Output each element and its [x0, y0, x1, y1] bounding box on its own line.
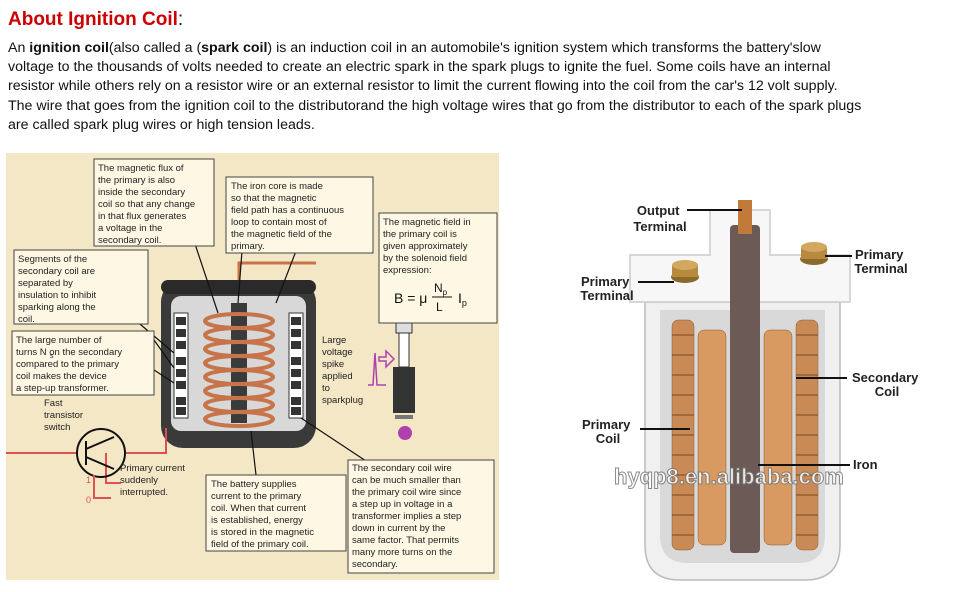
ignition-coil-schematic: 1 0 The magnetic flux of the primary is … — [6, 153, 499, 580]
note-magnetic-field: The magnetic field in the primary coil i… — [383, 217, 473, 276]
note-voltage-spike: Large voltage spike applied to sparkplug — [322, 335, 363, 406]
cutaway-leader-lines — [638, 209, 852, 466]
intro-line-4: The wire that goes from the ignition coi… — [8, 97, 862, 114]
page-title-colon: : — [177, 9, 184, 30]
ignition-coil-cutaway: Output Terminal Primary Terminal Primary… — [580, 200, 922, 581]
intro-line-5: are called spark plug wires or high tens… — [8, 116, 315, 133]
label-secondary-coil: Secondary Coil — [852, 370, 922, 399]
note-magnetic-flux: The magnetic flux of the primary is also… — [98, 163, 198, 246]
solenoid-field-formula: B = μ Np L Ip — [394, 281, 467, 314]
label-primary-terminal-left: Primary Terminal — [580, 274, 633, 303]
label-output-terminal: Output Terminal — [633, 203, 686, 234]
intro-line-1: An ignition coil(also called a (spark co… — [8, 39, 958, 58]
intro-line-2: voltage to the thousands of volts needed… — [8, 59, 831, 76]
primary-terminal-right-knob — [800, 242, 828, 265]
primary-coil-winding — [203, 312, 275, 428]
intro-text-3: ) is an induction coil in an automobile'… — [267, 40, 821, 56]
label-primary-coil: Primary Coil — [582, 417, 634, 446]
label-primary-terminal-right: Primary Terminal — [854, 247, 907, 276]
switch-state-high: 1 — [86, 475, 91, 485]
switch-state-low: 0 — [86, 495, 91, 505]
turns-subscript: s — [50, 353, 54, 360]
watermark: hyqp8.en.alibaba.com — [614, 464, 844, 489]
primary-coil-winding-cutaway — [697, 329, 793, 546]
term-ignition-coil: ignition coil — [29, 40, 109, 56]
note-battery: The battery supplies current to the prim… — [211, 479, 317, 550]
formula-numerator: Np — [434, 281, 448, 297]
output-terminal-cap — [738, 200, 752, 234]
secondary-lead-wire — [237, 261, 316, 280]
callout-boxes — [11, 158, 498, 574]
intro-text-1: An — [8, 40, 30, 56]
intro-line-3: resistor while others rely on a resistor… — [8, 78, 838, 95]
transistor-switch-symbol — [76, 428, 126, 478]
page-title: About Ignition Coil: — [8, 9, 183, 31]
page-title-text: About Ignition Coil — [8, 9, 178, 30]
term-spark-coil: spark coil — [201, 40, 268, 56]
iron-core-rod — [730, 225, 760, 553]
interrupted-current-plot — [93, 475, 111, 499]
formula-denominator: L — [436, 300, 443, 314]
secondary-coil-segments — [173, 312, 304, 419]
secondary-coil-texture — [672, 334, 818, 536]
note-secondary-wire: The secondary coil wire can be much smal… — [352, 463, 464, 570]
note-iron-core: The iron core is made so that the magnet… — [231, 181, 347, 252]
note-primary-current: Primary current suddenly interrupted. — [120, 463, 188, 498]
intro-paragraph: An ignition coil(also called a (spark co… — [8, 39, 958, 135]
formula-rhs: Ip — [458, 290, 467, 308]
note-turns: The large number of turns N on the secon… — [16, 335, 125, 394]
iron-core — [231, 303, 247, 423]
primary-terminal-left-knob — [671, 260, 699, 283]
note-segments: Segments of the secondary coil are separ… — [18, 254, 99, 325]
primary-circuit — [6, 428, 167, 484]
pointer-lines — [120, 240, 367, 476]
note-transistor: Fast transistor switch — [44, 398, 86, 433]
formula-lhs: B = μ — [394, 290, 427, 306]
voltage-spike-arrow — [368, 349, 396, 386]
intro-text-2: (also called a ( — [108, 40, 202, 56]
label-iron: Iron — [853, 457, 878, 472]
